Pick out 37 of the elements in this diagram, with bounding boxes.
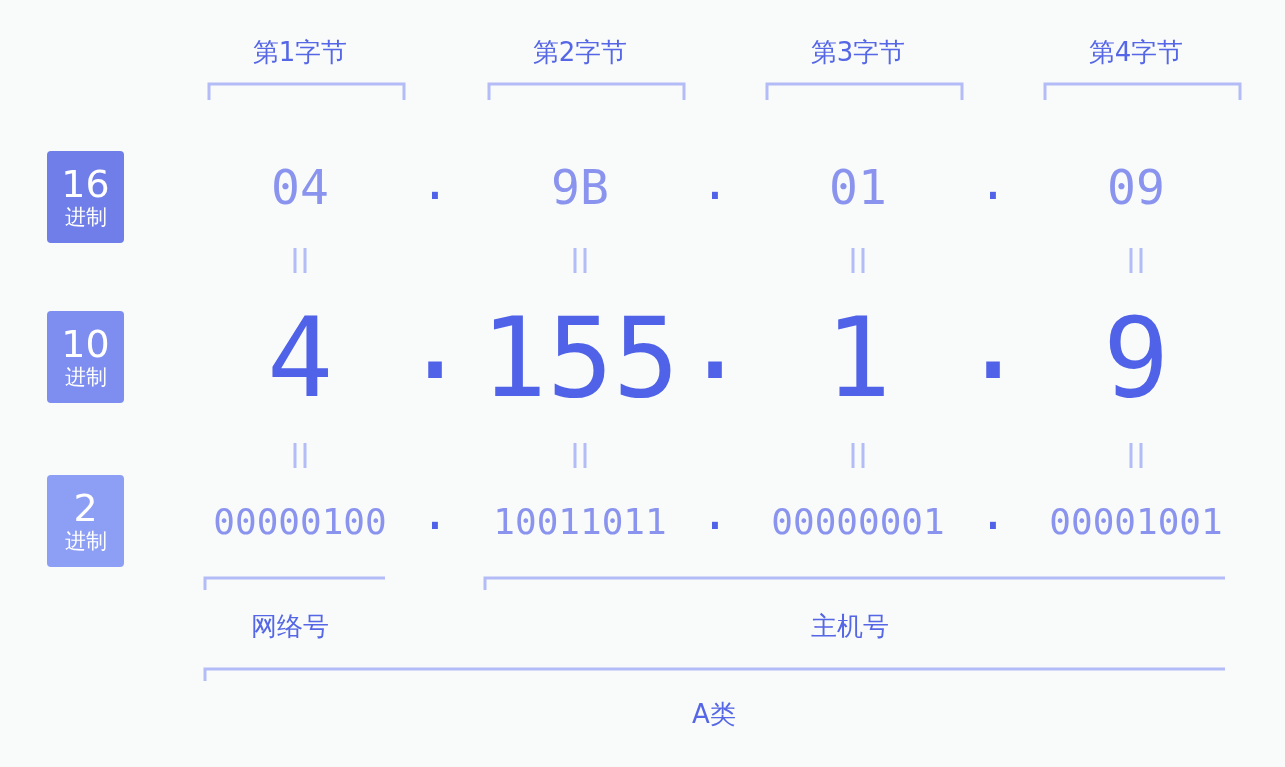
decimal-value: 155 <box>480 303 680 413</box>
hex-value: 01 <box>829 163 887 211</box>
byte-heading: 第2字节 <box>532 39 628 65</box>
hex-value: 9B <box>551 163 609 211</box>
base-number: 2 <box>73 488 98 528</box>
dot-separator: . <box>681 285 749 395</box>
dot-separator: . <box>700 488 730 536</box>
decimal-value: 9 <box>1102 303 1170 413</box>
bracket-label: A类 <box>692 701 736 727</box>
base-caption: 进制 <box>64 528 107 554</box>
dot-separator: . <box>978 488 1008 536</box>
base-badge <box>47 311 124 403</box>
base-caption: 进制 <box>64 364 107 390</box>
base-number: 10 <box>61 324 110 364</box>
base-badge <box>47 475 124 567</box>
decimal-value: 4 <box>266 303 334 413</box>
base-caption: 进制 <box>64 204 107 230</box>
dot-separator: . <box>978 158 1008 206</box>
bracket-label: 网络号 <box>251 613 329 639</box>
bracket-label: 主机号 <box>811 613 889 639</box>
byte-heading: 第3字节 <box>810 39 906 65</box>
dot-separator: . <box>420 158 450 206</box>
byte-heading: 第4字节 <box>1088 39 1184 65</box>
binary-value: 00000001 <box>771 504 945 540</box>
base-badge <box>47 151 124 243</box>
binary-value: 00000100 <box>213 504 387 540</box>
dot-separator: . <box>401 285 469 395</box>
dot-separator: . <box>420 488 450 536</box>
hex-value: 09 <box>1107 163 1165 211</box>
dot-separator: . <box>959 285 1027 395</box>
dot-separator: . <box>700 158 730 206</box>
binary-value: 00001001 <box>1049 504 1223 540</box>
byte-heading: 第1字节 <box>252 39 348 65</box>
decimal-value: 1 <box>824 303 892 413</box>
hex-value: 04 <box>271 163 329 211</box>
base-number: 16 <box>61 164 110 204</box>
binary-value: 10011011 <box>493 504 667 540</box>
